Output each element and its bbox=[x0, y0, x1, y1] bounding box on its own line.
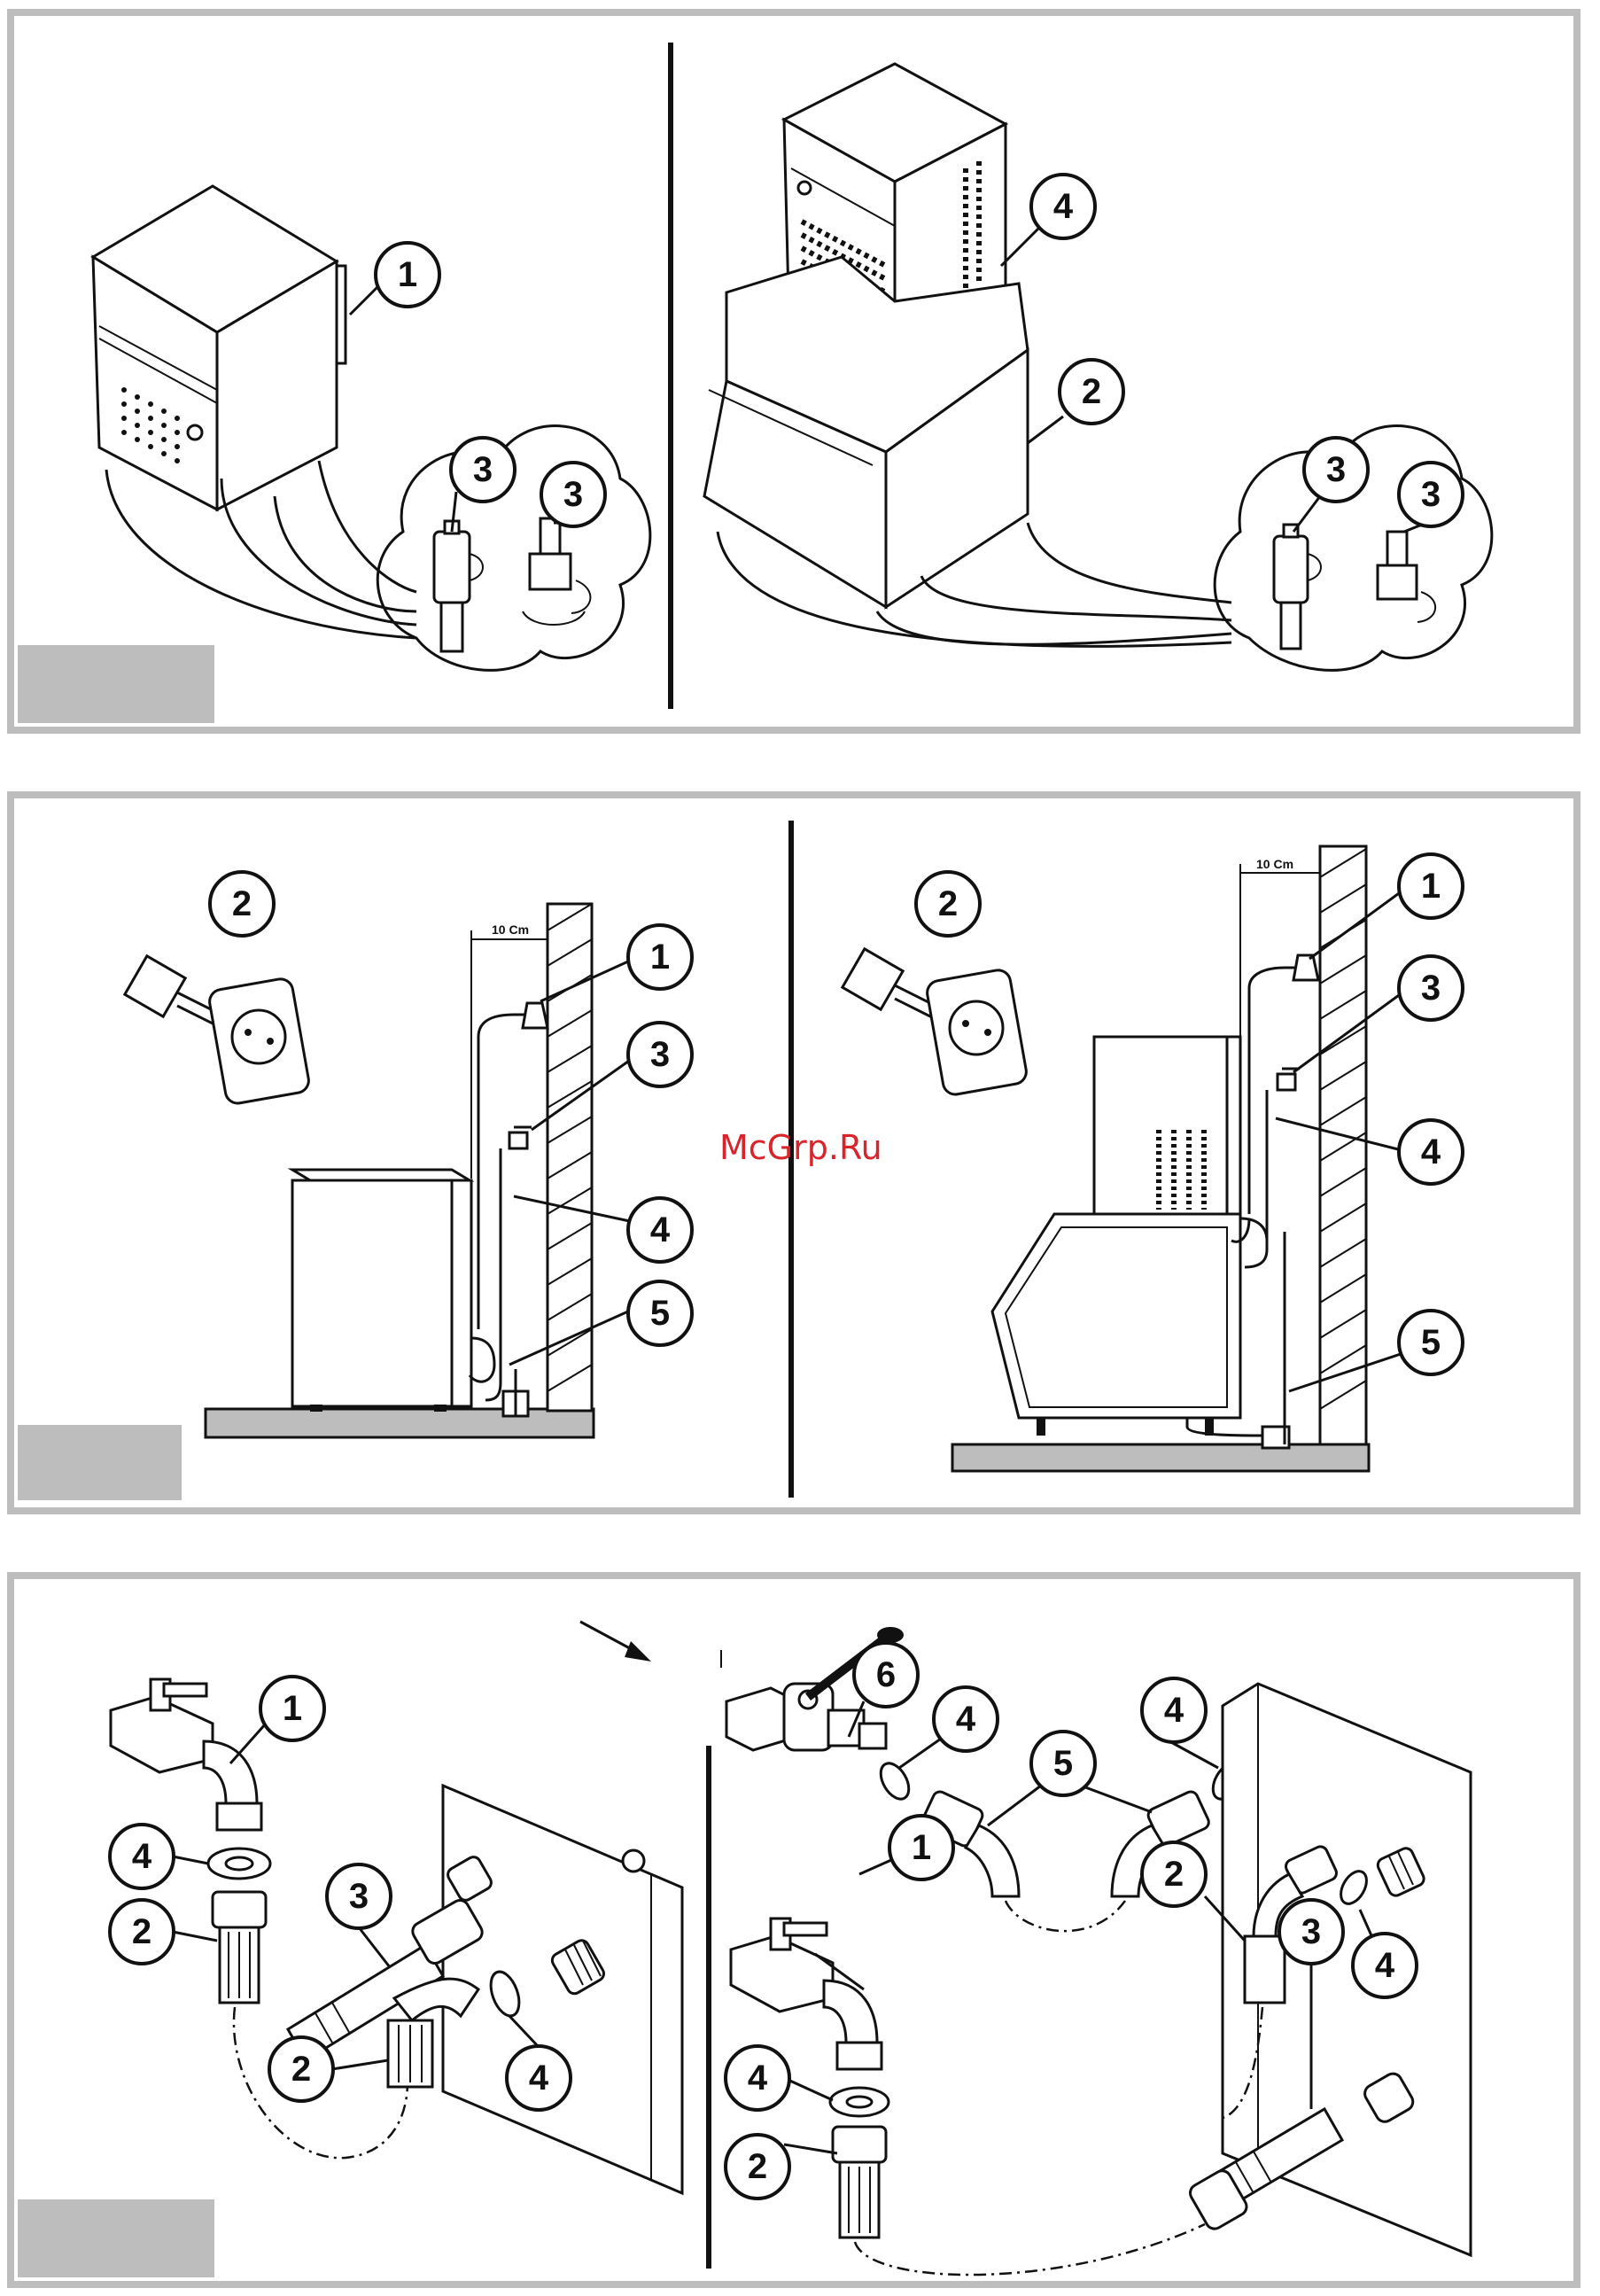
svg-text:5: 5 bbox=[1421, 1323, 1441, 1362]
svg-text:4: 4 bbox=[1164, 1691, 1184, 1730]
svg-text:4: 4 bbox=[529, 2059, 549, 2098]
drain-fitting bbox=[523, 518, 590, 625]
callout-4: 4 bbox=[507, 2046, 571, 2110]
callout-1: 1 bbox=[1399, 854, 1463, 918]
svg-text:3: 3 bbox=[1301, 1912, 1321, 1951]
callout-5: 5 bbox=[1399, 1311, 1463, 1374]
callout-2: 2 bbox=[916, 872, 980, 936]
callout-6: 6 bbox=[854, 1643, 918, 1707]
panel-label-tab bbox=[18, 645, 214, 723]
hose-connector bbox=[833, 2127, 886, 2238]
svg-text:4: 4 bbox=[1375, 1946, 1395, 1985]
callout-2: 2 bbox=[269, 2037, 333, 2101]
ice-storage-bin bbox=[704, 257, 1028, 607]
hose-connector bbox=[213, 1892, 266, 2003]
callout-1: 1 bbox=[260, 1677, 324, 1740]
compact-ice-maker-side bbox=[292, 1170, 471, 1412]
svg-text:2: 2 bbox=[132, 1912, 151, 1951]
dimension-10cm: 10 Cm bbox=[1240, 857, 1320, 1037]
callout-2: 2 bbox=[210, 872, 274, 936]
callout-3: 3 bbox=[1399, 956, 1463, 1020]
callout-2: 2 bbox=[1142, 1842, 1206, 1906]
svg-text:2: 2 bbox=[291, 2050, 311, 2089]
svg-text:4: 4 bbox=[748, 2059, 768, 2098]
callout-1: 1 bbox=[889, 1816, 953, 1880]
callout-4: 4 bbox=[726, 2046, 789, 2110]
sealing-washer bbox=[875, 1758, 915, 1803]
callout-5: 5 bbox=[1031, 1732, 1095, 1795]
svg-text:1: 1 bbox=[650, 938, 670, 977]
callout-4: 4 bbox=[934, 1687, 998, 1751]
svg-text:4: 4 bbox=[1053, 187, 1074, 226]
water-tap bbox=[1267, 1069, 1300, 1117]
callout-4: 4 bbox=[1353, 1934, 1417, 1997]
svg-text:10 Cm: 10 Cm bbox=[1256, 857, 1293, 871]
callout-3: 3 bbox=[541, 463, 605, 526]
svg-text:3: 3 bbox=[1421, 475, 1441, 514]
electric-plug-and-socket bbox=[843, 949, 1029, 1096]
callout-2: 2 bbox=[110, 1900, 174, 1964]
direction-arrow bbox=[580, 1622, 651, 1662]
svg-text:3: 3 bbox=[563, 475, 583, 514]
watermark: McGrp.Ru bbox=[719, 1128, 882, 1167]
callout-1: 1 bbox=[628, 925, 692, 989]
callout-3: 3 bbox=[628, 1023, 692, 1086]
callout-3: 3 bbox=[1304, 438, 1368, 502]
svg-text:4: 4 bbox=[132, 1837, 152, 1876]
callout-3: 3 bbox=[1279, 1900, 1343, 1964]
svg-text:3: 3 bbox=[650, 1035, 670, 1074]
electric-plug-and-socket bbox=[125, 956, 311, 1105]
svg-text:2: 2 bbox=[232, 884, 252, 923]
svg-text:6: 6 bbox=[876, 1655, 896, 1694]
callout-2: 2 bbox=[726, 2135, 789, 2199]
svg-text:1: 1 bbox=[1421, 867, 1441, 906]
panel-hose-fittings: 1 4 2 3 2 4 bbox=[11, 1576, 1577, 2284]
callout-5: 5 bbox=[628, 1281, 692, 1345]
callout-3: 3 bbox=[451, 438, 515, 502]
panel-label-tab bbox=[18, 2199, 214, 2277]
svg-text:2: 2 bbox=[1082, 372, 1101, 411]
svg-text:10 Cm: 10 Cm bbox=[492, 922, 529, 937]
drain-fitting bbox=[1378, 532, 1435, 622]
svg-text:3: 3 bbox=[473, 450, 493, 489]
water-tap bbox=[501, 1127, 532, 1179]
compact-ice-maker bbox=[93, 186, 346, 510]
wall bbox=[1320, 846, 1366, 1444]
connection-path bbox=[855, 2224, 1205, 2275]
svg-text:1: 1 bbox=[283, 1689, 302, 1728]
connection-path bbox=[1006, 1901, 1125, 1931]
svg-text:3: 3 bbox=[1326, 450, 1346, 489]
panel-installation: 10 Cm 2 1 3 4 5 McGrp.Ru bbox=[11, 795, 1577, 1511]
water-inlet-fitting bbox=[434, 521, 483, 651]
callout-4: 4 bbox=[1142, 1678, 1206, 1742]
panel-label-tab bbox=[18, 1425, 182, 1500]
modular-unit-on-bin-side bbox=[992, 1037, 1240, 1436]
callout-4: 4 bbox=[1399, 1120, 1463, 1184]
callout-4: 4 bbox=[1031, 175, 1095, 238]
svg-text:3: 3 bbox=[349, 1877, 369, 1916]
svg-text:2: 2 bbox=[1164, 1855, 1184, 1894]
callout-4: 4 bbox=[110, 1825, 174, 1888]
svg-text:4: 4 bbox=[1421, 1132, 1441, 1171]
floor bbox=[206, 1409, 594, 1437]
svg-text:2: 2 bbox=[748, 2147, 767, 2186]
callout-2: 2 bbox=[1060, 360, 1123, 424]
callout-3: 3 bbox=[1399, 463, 1463, 526]
water-inlet-fitting bbox=[1274, 525, 1321, 649]
svg-text:4: 4 bbox=[650, 1210, 671, 1249]
floor bbox=[952, 1444, 1369, 1471]
svg-text:5: 5 bbox=[1053, 1744, 1073, 1783]
svg-text:1: 1 bbox=[398, 255, 417, 294]
svg-text:5: 5 bbox=[650, 1294, 670, 1333]
svg-text:3: 3 bbox=[1421, 969, 1441, 1008]
callout-1: 1 bbox=[376, 243, 439, 307]
panel-unit-connection: 1 3 3 4 2 3 3 bbox=[11, 12, 1577, 730]
svg-text:2: 2 bbox=[938, 884, 958, 923]
svg-text:1: 1 bbox=[912, 1828, 931, 1867]
callout-3: 3 bbox=[327, 1864, 391, 1928]
callout-4: 4 bbox=[628, 1198, 692, 1262]
svg-text:4: 4 bbox=[956, 1700, 976, 1739]
